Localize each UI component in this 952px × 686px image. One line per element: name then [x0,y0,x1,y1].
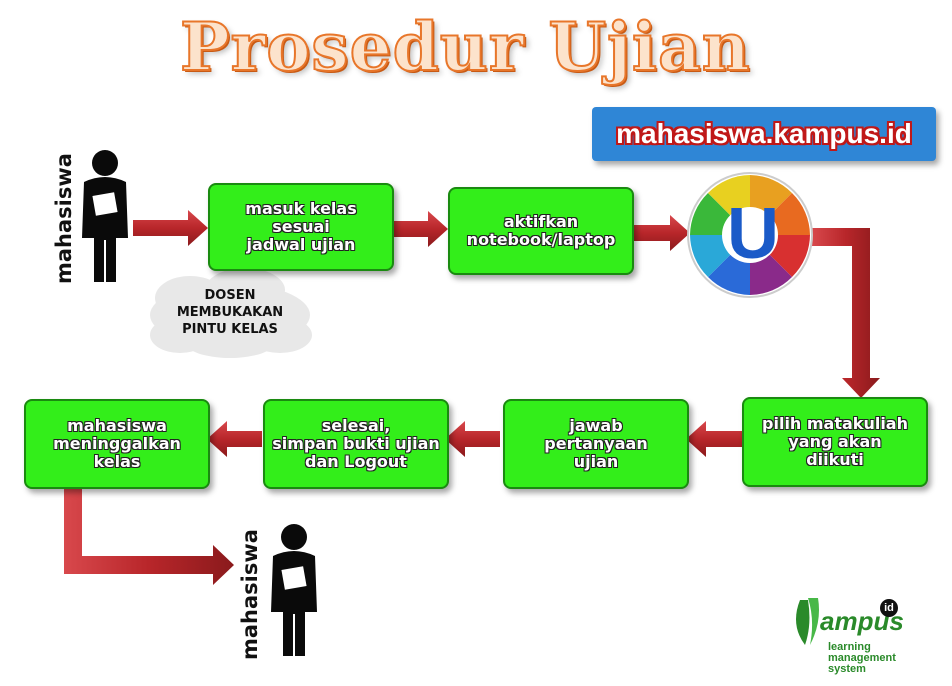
logo-tagline-3: system [828,663,866,675]
arrow-step6-to-exit [64,488,234,585]
arrow-step3-to-step4 [686,421,742,457]
url-banner-text: mahasiswa.kampus.id [616,118,912,149]
kampus-logo-icon [796,598,819,645]
step-box-leave-class: mahasiswa meninggalkan kelas [24,399,210,489]
arrow-step2-to-logo [633,215,690,251]
step-box-answer-questions: jawab pertanyaan ujian [503,399,689,489]
step-box-finish-logout: selesai, simpan bukti ujian dan Logout [263,399,449,489]
step-label: selesai, simpan bukti ujian dan Logout [272,416,440,471]
logo-tagline-2: management [828,652,896,664]
actor-label-top: mahasiswa [52,153,76,284]
step-label: pilih matakuliah yang akan diikuti [762,414,908,469]
arrow-step5-to-step6 [207,421,262,457]
lecturer-note: DOSEN MEMBUKAKAN PINTU KELAS [176,288,284,337]
step-box-choose-course: pilih matakuliah yang akan diikuti [742,397,928,487]
step-box-enter-class: masuk kelas sesuai jadwal ujian [208,183,394,271]
student-figure-icon [82,150,128,282]
arrow-actor-to-step1 [133,210,208,246]
actor-label-bottom: mahasiswa [238,529,262,660]
arrow-step4-to-step5 [445,421,500,457]
lms-u-logo-icon [687,172,813,298]
step-label: aktifkan notebook/laptop [466,212,616,249]
step-label: mahasiswa meninggalkan kelas [53,416,181,471]
lms-u-letter: U [727,194,779,274]
step-label: jawab pertanyaan ujian [544,416,648,471]
arrow-logo-to-step3 [812,228,880,398]
url-banner: mahasiswa.kampus.id [592,107,936,161]
step-label: masuk kelas sesuai jadwal ujian [245,199,357,254]
logo-suffix: id [880,599,898,617]
arrow-step1-to-step2 [393,211,448,247]
step-box-activate-laptop: aktifkan notebook/laptop [448,187,634,275]
logo-tagline-1: learning [828,641,871,653]
student-figure-exit-icon [271,524,317,656]
cloud-shape [150,268,312,358]
